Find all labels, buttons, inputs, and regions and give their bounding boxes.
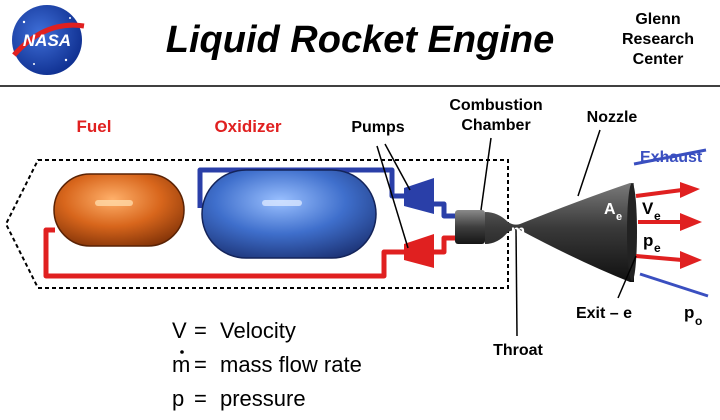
oxidizer-pump — [404, 178, 434, 214]
legend-text: mass flow rate — [220, 352, 362, 377]
plume-lower-line — [639, 272, 709, 298]
oxidizer-tank — [201, 169, 377, 259]
exit-pressure-main: p — [643, 231, 653, 250]
org-line-1: Glenn — [635, 11, 680, 28]
exhaust-arrows — [635, 182, 702, 269]
legend-text: Velocity — [220, 318, 296, 343]
fuel-line — [43, 227, 404, 279]
legend-equals: = — [194, 318, 207, 343]
exit-velocity-sub: e — [654, 209, 661, 223]
exhaust-label: Exhaust — [640, 149, 703, 166]
legend-symbol: p — [172, 386, 184, 411]
legend-item-velocity: V = Velocity — [172, 318, 296, 343]
legend-text: pressure — [220, 386, 306, 411]
ambient-pressure-main: p — [684, 303, 694, 322]
legend: V = Velocity m = mass flow rate p = pres… — [172, 318, 362, 411]
rocket-body-outline — [4, 159, 509, 289]
exit-area-main: A — [604, 201, 616, 218]
legend-symbol: V — [172, 318, 187, 343]
ambient-pressure-sub: o — [695, 314, 702, 328]
mdot-symbol: m — [511, 216, 525, 240]
org-name: Glenn Research Center — [622, 11, 694, 68]
plume-upper-line — [633, 148, 707, 166]
pumps-label: Pumps — [351, 119, 404, 136]
nozzle-exit — [627, 183, 637, 281]
combustion-chamber — [455, 210, 485, 244]
nozzle-label: Nozzle — [587, 109, 638, 126]
exit-label: Exit – e — [576, 305, 632, 322]
oxidizer-feed-line — [434, 201, 456, 219]
nasa-logo: NASA — [12, 5, 85, 75]
exit-area-symbol: A e — [604, 201, 622, 223]
fuel-pump — [404, 234, 434, 268]
nasa-logo-text: NASA — [23, 31, 71, 50]
org-line-3: Center — [633, 51, 684, 68]
legend-item-pressure: p = pressure — [172, 386, 306, 411]
exit-velocity-symbol: V e — [642, 199, 661, 223]
leader-lines — [376, 129, 637, 337]
legend-equals: = — [194, 386, 207, 411]
exit-area-sub: e — [616, 211, 622, 223]
engine — [455, 183, 637, 282]
exit-pressure-symbol: p e — [643, 231, 661, 255]
oxidizer-line — [197, 167, 406, 208]
legend-symbol: m — [172, 352, 190, 377]
fuel-tank — [53, 173, 185, 247]
combustion-label-line-2: Chamber — [461, 117, 530, 134]
exit-velocity-main: V — [642, 199, 654, 218]
legend-item-mass-flow: m = mass flow rate — [172, 350, 362, 377]
throat-label: Throat — [493, 342, 543, 359]
ambient-pressure-symbol: p o — [684, 303, 702, 328]
fuel-label: Fuel — [77, 117, 112, 136]
fuel-feed-line — [434, 235, 456, 255]
org-line-2: Research — [622, 31, 694, 48]
legend-equals: = — [194, 352, 207, 377]
oxidizer-label: Oxidizer — [214, 117, 281, 136]
nozzle — [485, 183, 634, 282]
page-title: Liquid Rocket Engine — [166, 19, 554, 61]
exit-pressure-sub: e — [654, 241, 661, 255]
combustion-label-line-1: Combustion — [449, 97, 542, 114]
mdot-dot — [180, 350, 184, 354]
mdot-label: m — [511, 223, 525, 240]
